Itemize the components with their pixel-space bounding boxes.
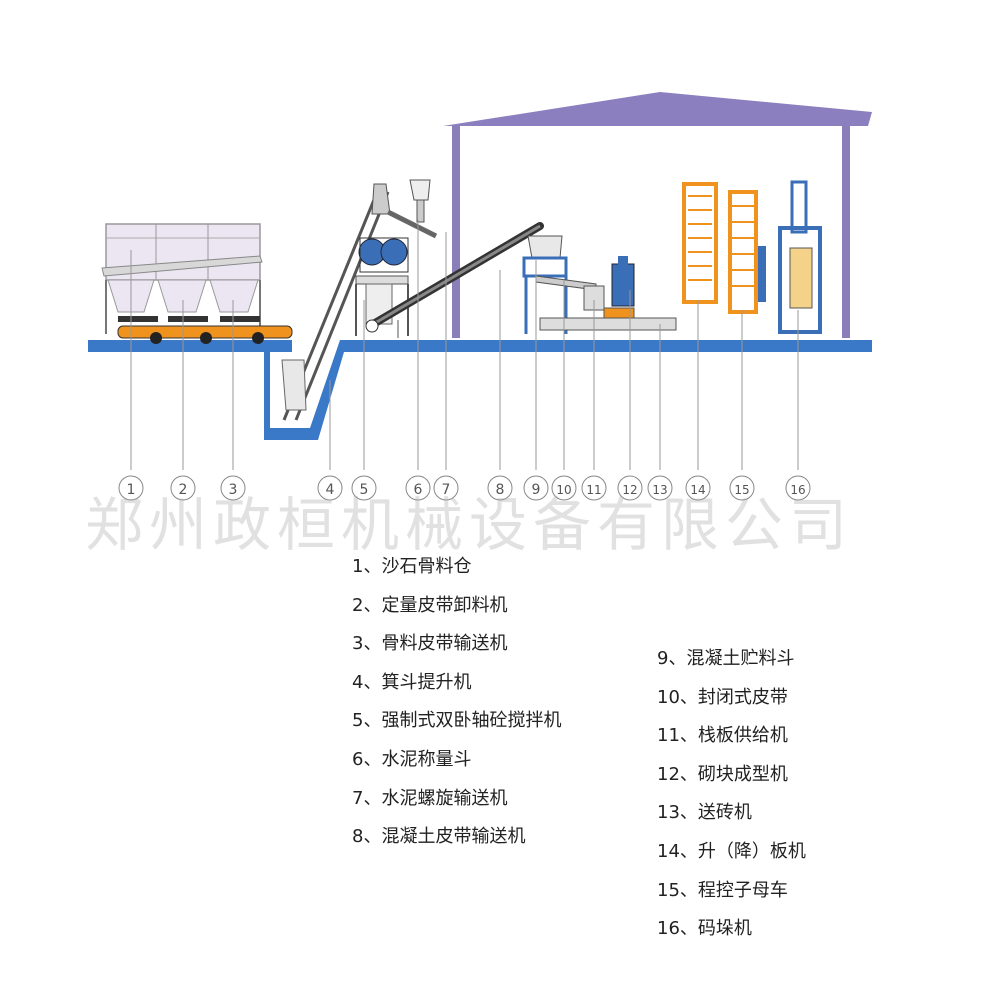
legend-left: 1、沙石骨料仓 2、定量皮带卸料机 3、骨料皮带输送机 4、箕斗提升机 5、强制… bbox=[352, 548, 561, 857]
legend-item-14: 14、升（降）板机 bbox=[657, 840, 806, 862]
callout-2-label: 2 bbox=[179, 482, 188, 498]
callout-11-label: 11 bbox=[586, 483, 601, 497]
callout-1-label: 1 bbox=[127, 482, 136, 498]
lift-rack bbox=[682, 182, 766, 314]
concrete-belt-conveyor bbox=[365, 222, 544, 338]
callout-15-label: 15 bbox=[734, 483, 749, 497]
callout-12-label: 12 bbox=[622, 483, 637, 497]
legend-item-11: 11、栈板供给机 bbox=[657, 725, 788, 747]
callout-3: 3 bbox=[220, 475, 246, 501]
workshop-roof bbox=[443, 92, 872, 126]
callout-4-label: 4 bbox=[326, 482, 335, 498]
legend-right: 9、混凝土贮料斗 10、封闭式皮带 11、栈板供给机 12、砌块成型机 13、送… bbox=[657, 640, 806, 949]
callout-1: 1 bbox=[118, 475, 144, 501]
legend-item-9: 9、混凝土贮料斗 bbox=[657, 648, 795, 669]
number-circles: 1 2 3 4 5 6 7 8 9 10 11 12 13 14 15 16 bbox=[118, 475, 811, 501]
legend-item-7: 7、水泥螺旋输送机 bbox=[352, 787, 508, 809]
mixer bbox=[355, 237, 409, 336]
callout-3-label: 3 bbox=[229, 482, 238, 498]
legend-item-2: 2、定量皮带卸料机 bbox=[352, 594, 508, 616]
legend-item-12: 12、砌块成型机 bbox=[657, 763, 788, 785]
belt-conveyor bbox=[117, 316, 293, 344]
legend-item-3: 3、骨料皮带输送机 bbox=[352, 633, 508, 655]
workshop-building bbox=[443, 92, 872, 338]
callout-4: 4 bbox=[317, 475, 343, 501]
legend-item-8: 8、混凝土皮带输送机 bbox=[352, 826, 526, 848]
callout-13: 13 bbox=[647, 475, 673, 501]
legend-item-1: 1、沙石骨料仓 bbox=[352, 556, 472, 577]
legend-item-10: 10、封闭式皮带 bbox=[657, 686, 788, 708]
workshop-left-column bbox=[452, 126, 460, 338]
callout-8: 8 bbox=[487, 475, 513, 501]
legend-item-6: 6、水泥称量斗 bbox=[352, 748, 472, 770]
legend-item-4: 4、箕斗提升机 bbox=[352, 671, 472, 693]
skip-hoist bbox=[281, 183, 391, 421]
legend-item-16: 16、码垛机 bbox=[657, 918, 752, 940]
callout-15: 15 bbox=[729, 475, 755, 501]
callout-13-label: 13 bbox=[652, 483, 667, 497]
legend-item-15: 15、程控子母车 bbox=[657, 879, 788, 901]
callout-10-label: 10 bbox=[556, 483, 571, 497]
stacker bbox=[778, 180, 822, 334]
leader-lines bbox=[130, 220, 799, 470]
callout-16: 16 bbox=[785, 475, 811, 501]
callout-10: 10 bbox=[551, 475, 577, 501]
callout-14: 14 bbox=[685, 475, 711, 501]
ground-floor bbox=[88, 340, 872, 440]
callout-5: 5 bbox=[351, 475, 377, 501]
callout-7: 7 bbox=[433, 475, 459, 501]
callout-16-label: 16 bbox=[790, 483, 805, 497]
callout-5-label: 5 bbox=[360, 482, 369, 498]
legend-item-13: 13、送砖机 bbox=[657, 802, 752, 824]
block-machine bbox=[539, 256, 677, 331]
callout-12: 12 bbox=[617, 475, 643, 501]
callout-9-label: 9 bbox=[532, 482, 541, 498]
callout-6-label: 6 bbox=[414, 482, 423, 498]
callout-11: 11 bbox=[581, 475, 607, 501]
callout-7-label: 7 bbox=[442, 482, 451, 498]
callout-9: 9 bbox=[523, 475, 549, 501]
workshop-right-column bbox=[842, 126, 850, 338]
callout-14-label: 14 bbox=[690, 483, 705, 497]
cement-hopper bbox=[386, 179, 438, 239]
aggregate-bins bbox=[101, 223, 263, 334]
callout-8-label: 8 bbox=[496, 482, 505, 498]
legend-item-5: 5、强制式双卧轴砼搅拌机 bbox=[352, 710, 562, 732]
callout-2: 2 bbox=[170, 475, 196, 501]
company-watermark: 郑州政桓机械设备有限公司 bbox=[85, 491, 854, 559]
callout-6: 6 bbox=[405, 475, 431, 501]
